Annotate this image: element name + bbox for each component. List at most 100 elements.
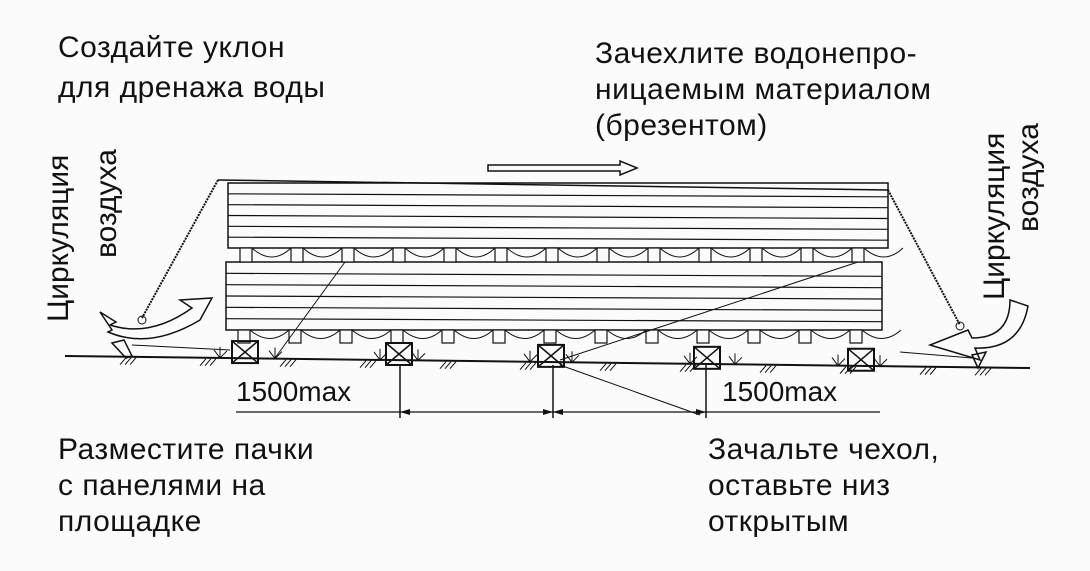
grass-tuft — [831, 354, 846, 366]
upper-spacer-arc — [353, 247, 394, 258]
ground-hatch — [449, 361, 457, 369]
upper-panel-pack-plank — [227, 225, 889, 230]
upper-spacer — [392, 247, 406, 263]
lower-spacer — [594, 329, 608, 344]
support-crate-cross — [231, 340, 259, 364]
lower-spacer — [849, 329, 863, 344]
upper-spacer-arc — [404, 247, 445, 258]
ground-hatch — [679, 364, 687, 372]
dimension-arrowhead-icon — [543, 409, 553, 415]
upper-spacer-arc — [863, 247, 904, 258]
support-crate — [537, 343, 565, 368]
lower-spacer — [696, 329, 710, 344]
ground-hatch — [684, 364, 692, 372]
rope-ring-right — [955, 321, 965, 331]
ground-hatch — [369, 360, 377, 368]
grass-tuft — [373, 348, 388, 361]
slope-arrow-icon — [487, 159, 639, 177]
air-left-line1: Циркуляция — [42, 154, 75, 322]
lower-spacer — [543, 329, 557, 344]
lower-panel-pack-plank — [225, 272, 883, 277]
tie-line — [274, 261, 346, 359]
lower-spacer-arc — [606, 329, 647, 339]
cover-label-line3: (брезентом) — [595, 109, 768, 142]
lower-spacer-arc — [351, 329, 392, 339]
lower-spacer — [492, 329, 506, 344]
air-left-line2: воздуха — [90, 149, 123, 258]
air-arrow-right-icon — [927, 298, 1029, 362]
ground-hatch — [204, 358, 212, 367]
tie-label-line2: оставьте низ — [708, 469, 891, 502]
air-arrow-left-icon — [99, 297, 214, 340]
upper-spacer — [341, 247, 355, 263]
support-crate-cross — [847, 348, 875, 372]
grass-tuft — [213, 346, 228, 359]
ground-hatch — [929, 367, 937, 375]
ground-hatch — [524, 362, 532, 370]
tie-line — [559, 364, 701, 416]
ground-hatch — [974, 367, 982, 376]
ground-hatch — [289, 359, 297, 367]
rope-ring-left — [137, 315, 147, 325]
upper-spacer — [596, 247, 610, 263]
grass-tuft — [873, 355, 888, 367]
ground-hatch — [209, 358, 217, 367]
ground-hatch — [919, 367, 927, 375]
upper-spacer-arc — [659, 247, 700, 258]
lower-spacer-arc — [657, 329, 698, 339]
lower-spacer-arc — [555, 329, 596, 339]
upper-spacer-arc — [608, 247, 649, 258]
upper-panel-pack-plank — [227, 193, 889, 198]
upper-spacer — [443, 247, 457, 263]
ground-hatch — [609, 363, 617, 371]
ground-hatch — [604, 363, 612, 371]
place-label-line3: площадке — [58, 505, 202, 538]
air-right-line1: Циркуляция — [978, 132, 1011, 300]
grass-tuft — [728, 353, 743, 365]
ground-hatch — [529, 362, 537, 370]
tie-label-line3: открытым — [708, 505, 850, 538]
upper-spacer — [647, 247, 661, 263]
air-right-line2: воздуха — [1012, 123, 1045, 232]
upper-spacer-arc — [557, 247, 598, 258]
support-crate — [847, 347, 875, 372]
upper-spacer — [698, 247, 712, 263]
upper-panel-pack-plank — [227, 236, 889, 241]
grass-tuft — [683, 352, 698, 365]
ground-hatch — [359, 360, 367, 368]
lower-spacer-arc — [453, 329, 494, 339]
grass-tuft — [411, 349, 426, 361]
lower-spacer-arc — [300, 329, 341, 339]
lower-spacer-arc — [759, 329, 800, 339]
upper-spacer-arc — [506, 247, 547, 258]
support-crate-cross — [693, 346, 721, 370]
lower-spacer-arc — [504, 329, 545, 339]
upper-panel-pack-plank — [227, 204, 889, 209]
upper-spacer-arc — [710, 247, 751, 258]
upper-spacer — [800, 247, 814, 263]
upper-spacer — [239, 247, 253, 263]
lower-panel-pack-plank — [225, 306, 883, 311]
lower-spacer — [390, 329, 404, 344]
dimension-right: 1500max — [722, 376, 838, 407]
upper-spacer-arc — [812, 247, 853, 258]
lower-spacer — [747, 329, 761, 344]
ground-hatch — [599, 363, 607, 371]
tie-line — [131, 344, 231, 351]
ground-hatch — [284, 359, 292, 367]
ground-hatch — [839, 366, 847, 374]
cover-label-line2: ницаемым материалом — [595, 73, 932, 106]
upper-spacer-arc — [761, 247, 802, 258]
grass-tuft — [268, 347, 283, 359]
lower-spacer-arc — [708, 329, 749, 339]
ground-hatch — [439, 361, 447, 369]
place-label-line2: с панелями на — [58, 469, 266, 502]
stake-left — [110, 339, 134, 359]
upper-spacer — [545, 247, 559, 263]
lower-spacer — [441, 329, 455, 344]
upper-spacer — [749, 247, 763, 263]
ground-hatch — [279, 359, 287, 367]
lower-spacer-arc — [810, 329, 851, 339]
lower-spacer — [339, 329, 353, 344]
